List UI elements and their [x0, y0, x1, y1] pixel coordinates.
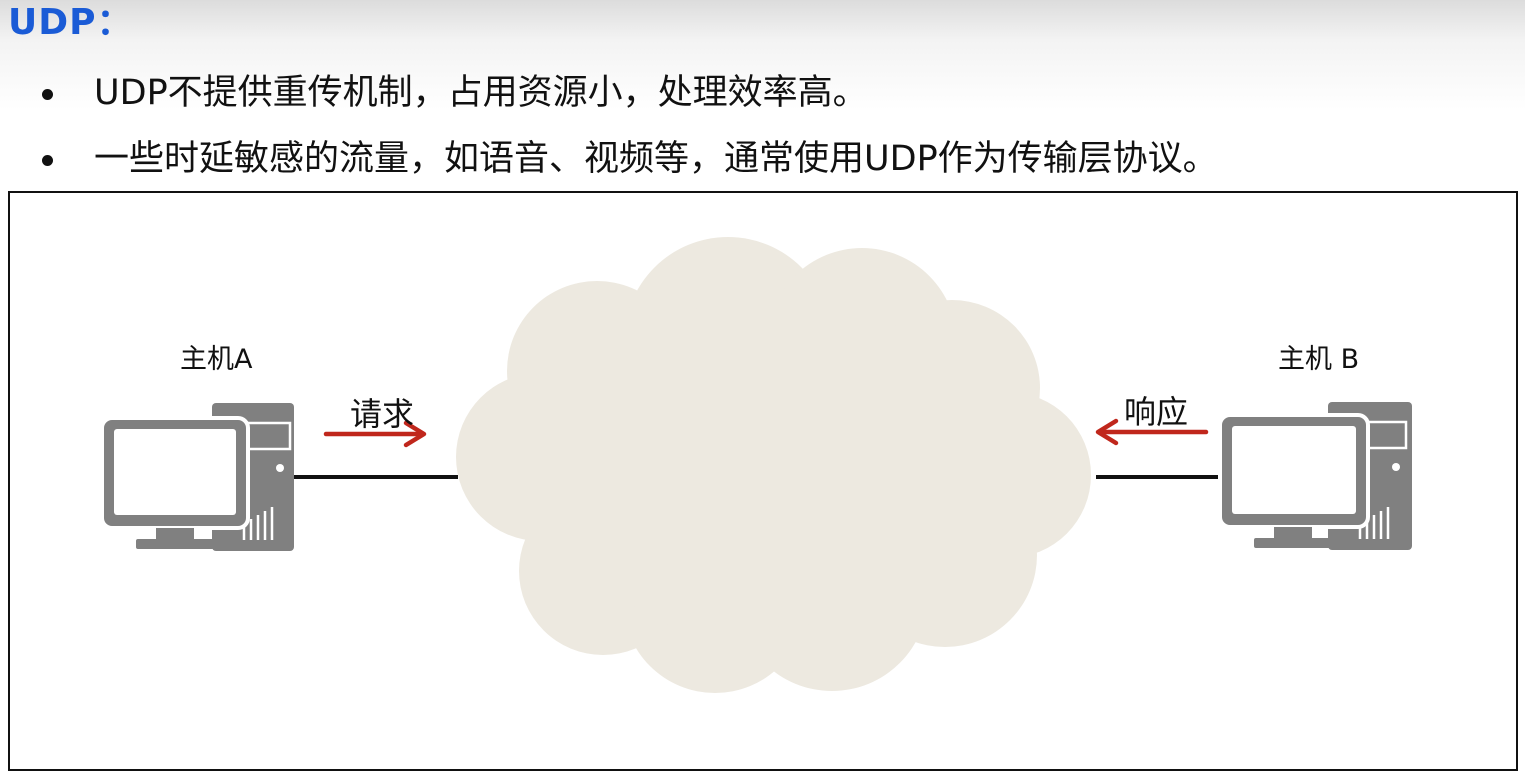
network-cloud-icon [456, 237, 1091, 693]
request-label: 请求 [350, 395, 415, 433]
response-arrow-icon [1095, 418, 1209, 446]
host-a-label: 主机A [180, 344, 253, 375]
computer-a-icon [100, 403, 294, 551]
host-b-label: 主机 B [1278, 344, 1360, 375]
bullet-list: UDP不提供重传机制，占用资源小，处理效率高。 一些时延敏感的流量，如语音、视频… [0, 62, 1218, 194]
network-diagram: 主机A 主机 B 请求 响应 [8, 191, 1518, 771]
bullet-text: UDP不提供重传机制，占用资源小，处理效率高。 [94, 73, 868, 113]
bullet-item: 一些时延敏感的流量，如语音、视频等，通常使用UDP作为传输层协议。 [0, 128, 1218, 194]
bullet-text: 一些时延敏感的流量，如语音、视频等，通常使用UDP作为传输层协议。 [94, 139, 1218, 179]
computer-b-icon [1218, 402, 1412, 550]
slide-title: UDP： [8, 2, 134, 43]
response-label: 响应 [1124, 393, 1189, 431]
request-arrow-icon [323, 420, 427, 448]
diagram-canvas [100, 237, 1412, 693]
bullet-item: UDP不提供重传机制，占用资源小，处理效率高。 [0, 62, 1218, 128]
bullet-dot-icon [42, 155, 53, 166]
bullet-dot-icon [42, 89, 53, 100]
